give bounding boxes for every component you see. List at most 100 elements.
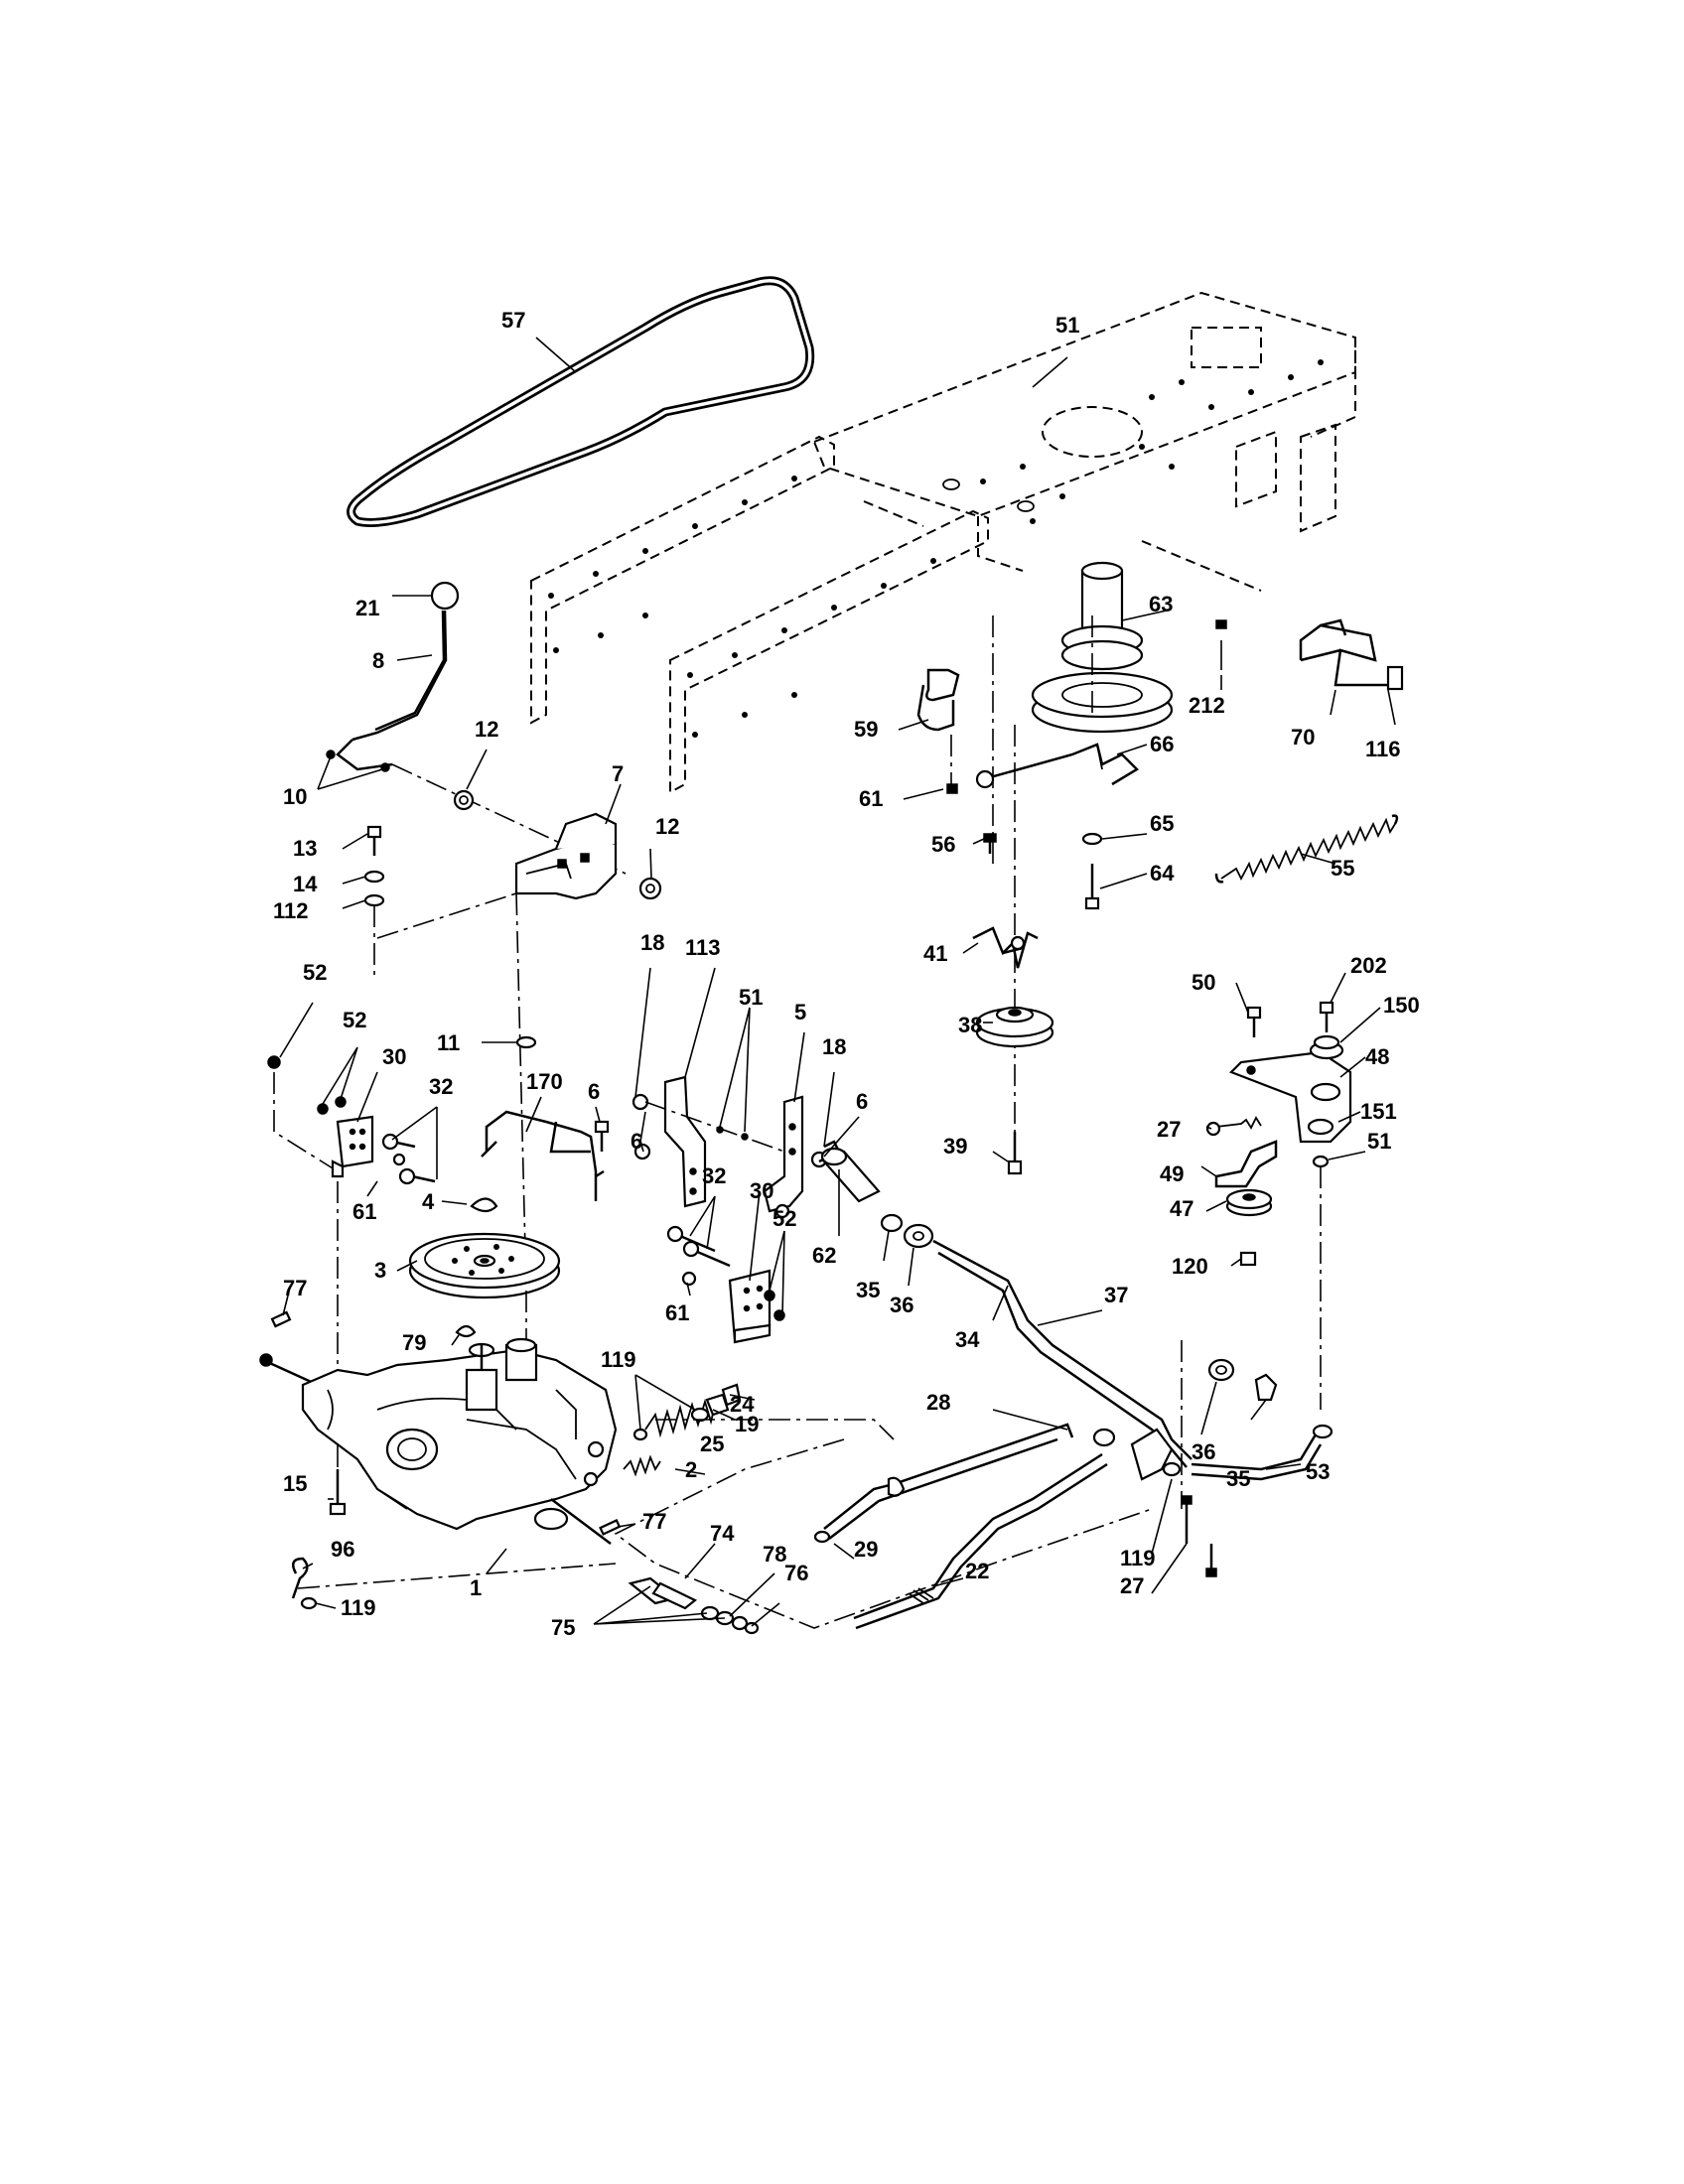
bracket-30-middle xyxy=(666,1225,785,1344)
callout-113: 113 xyxy=(685,935,721,960)
callout-56: 56 xyxy=(931,832,955,857)
callout-52: 52 xyxy=(772,1206,796,1231)
callout-12: 12 xyxy=(475,717,498,742)
callout-35: 35 xyxy=(1226,1466,1250,1491)
callout-96: 96 xyxy=(331,1537,354,1562)
callout-61: 61 xyxy=(665,1300,689,1325)
callout-49: 49 xyxy=(1160,1161,1184,1186)
callout-30: 30 xyxy=(382,1044,406,1069)
nut-212 xyxy=(1215,619,1227,670)
shift-lever xyxy=(326,581,627,875)
callout-39: 39 xyxy=(943,1134,967,1159)
callout-79: 79 xyxy=(402,1330,426,1355)
callout-119: 119 xyxy=(341,1595,376,1620)
linkage-outline xyxy=(614,1438,1153,1629)
callout-22: 22 xyxy=(965,1559,989,1583)
callout-14: 14 xyxy=(293,872,318,896)
shift-bracket xyxy=(514,812,662,900)
callout-52: 52 xyxy=(303,960,327,985)
callout-61: 61 xyxy=(352,1199,376,1224)
drive-belt xyxy=(347,276,815,527)
callout-28: 28 xyxy=(926,1390,950,1415)
callout-120: 120 xyxy=(1172,1254,1208,1279)
callout-13: 13 xyxy=(293,836,317,861)
rod-70 xyxy=(1299,618,1404,691)
callout-76: 76 xyxy=(784,1561,808,1585)
callout-212: 212 xyxy=(1189,693,1225,718)
callout-66: 66 xyxy=(1150,732,1174,756)
bracket-41 xyxy=(972,926,1039,969)
callout-52: 52 xyxy=(343,1008,366,1032)
brake-shaft-assembly xyxy=(813,1147,1333,1630)
callout-25: 25 xyxy=(700,1432,724,1456)
callout-34: 34 xyxy=(955,1327,980,1352)
key-79 xyxy=(270,1310,477,1338)
callout-75: 75 xyxy=(551,1615,575,1640)
leader-lines xyxy=(279,337,1396,1627)
callout-78: 78 xyxy=(763,1542,786,1567)
callout-29: 29 xyxy=(854,1537,878,1562)
callout-170: 170 xyxy=(526,1069,563,1094)
callout-30: 30 xyxy=(750,1178,773,1203)
callout-6: 6 xyxy=(588,1079,600,1104)
pulley-38 xyxy=(975,1006,1054,1175)
clip-59 xyxy=(916,668,960,794)
callout-12: 12 xyxy=(655,814,679,839)
callout-36: 36 xyxy=(1192,1439,1215,1464)
rod-170 xyxy=(481,1110,610,1201)
callout-27: 27 xyxy=(1157,1117,1181,1142)
callout-65: 65 xyxy=(1150,811,1174,836)
callout-3: 3 xyxy=(374,1258,386,1283)
callout-7: 7 xyxy=(612,761,624,786)
callout-62: 62 xyxy=(812,1243,836,1268)
callout-77: 77 xyxy=(283,1276,307,1300)
callout-119: 119 xyxy=(601,1347,636,1372)
callout-32: 32 xyxy=(429,1074,453,1099)
callout-55: 55 xyxy=(1331,856,1354,881)
callout-119: 119 xyxy=(1120,1546,1156,1570)
callout-50: 50 xyxy=(1192,970,1215,995)
callout-112: 112 xyxy=(273,898,309,923)
center-pulley-stack xyxy=(975,561,1174,1171)
callout-21: 21 xyxy=(355,596,379,620)
callout-51: 51 xyxy=(739,985,763,1010)
transaxle xyxy=(259,1337,895,1545)
callout-41: 41 xyxy=(923,941,947,966)
washer-11 xyxy=(515,1035,537,1049)
input-pulley-3 xyxy=(408,1197,561,1350)
bolt-56 xyxy=(983,833,997,854)
chassis-frame xyxy=(530,291,1356,794)
callout-15: 15 xyxy=(283,1471,307,1496)
callout-labels: 57 51 21 8 63 212 70 116 59 66 12 7 10 1… xyxy=(273,308,1420,1640)
callout-51: 51 xyxy=(1055,313,1079,338)
callout-70: 70 xyxy=(1291,725,1315,750)
callout-18: 18 xyxy=(822,1034,846,1059)
spring-55 xyxy=(1214,814,1399,884)
callout-74: 74 xyxy=(710,1521,735,1546)
callout-51: 51 xyxy=(1367,1129,1391,1154)
callout-8: 8 xyxy=(372,648,384,673)
callout-202: 202 xyxy=(1350,953,1387,978)
callout-4: 4 xyxy=(422,1189,435,1214)
right-idler-assembly xyxy=(1205,1001,1352,1410)
callout-35: 35 xyxy=(856,1278,880,1302)
callout-37: 37 xyxy=(1104,1283,1128,1307)
callout-2: 2 xyxy=(685,1457,697,1482)
callout-47: 47 xyxy=(1170,1196,1193,1221)
callout-36: 36 xyxy=(890,1293,913,1317)
plates-113-5 xyxy=(632,1075,841,1219)
callout-61: 61 xyxy=(859,786,883,811)
callout-6: 6 xyxy=(856,1089,868,1114)
callout-151: 151 xyxy=(1360,1099,1397,1124)
callout-32: 32 xyxy=(702,1163,726,1188)
callout-57: 57 xyxy=(501,308,525,333)
callout-11: 11 xyxy=(437,1030,460,1055)
callout-64: 64 xyxy=(1150,861,1175,886)
callout-77: 77 xyxy=(642,1509,666,1534)
callout-116: 116 xyxy=(1365,737,1401,761)
callout-1: 1 xyxy=(470,1575,482,1600)
callout-59: 59 xyxy=(854,717,878,742)
callout-48: 48 xyxy=(1365,1044,1389,1069)
callout-38: 38 xyxy=(958,1013,982,1037)
